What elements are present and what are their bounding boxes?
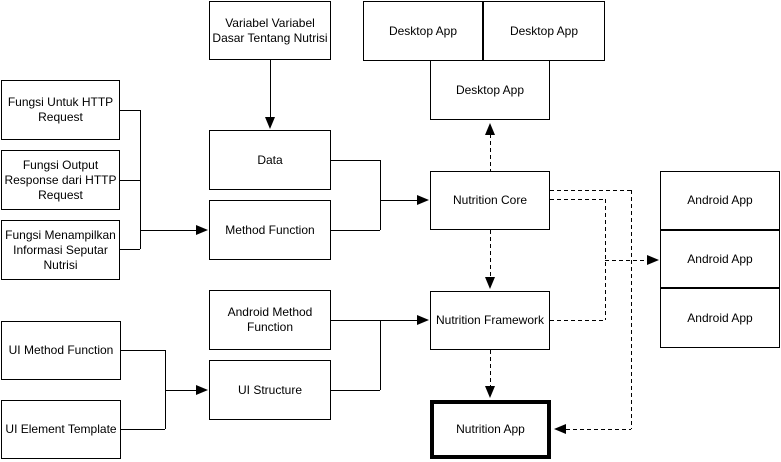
arrowhead-right-icon [196, 385, 208, 395]
node-android-method-function: Android Method Function [209, 290, 331, 350]
connector-segment [120, 180, 140, 181]
connector-segment [550, 199, 605, 200]
connector-segment [120, 110, 140, 111]
connector-segment [121, 350, 165, 351]
node-desktop-app-1: Desktop App [363, 1, 483, 61]
connector-segment [490, 230, 491, 278]
node-label: Fungsi Output Response dari HTTP Request [4, 157, 117, 202]
connector-segment [121, 429, 165, 430]
node-label: Nutrition Framework [435, 313, 545, 327]
node-label: Android App [687, 193, 753, 207]
node-method-function: Method Function [209, 200, 331, 260]
node-label: Desktop App [509, 23, 579, 38]
node-fungsi-output-response: Fungsi Output Response dari HTTP Request [1, 150, 120, 210]
arrowhead-right-icon [196, 225, 208, 235]
connector-segment [631, 190, 632, 429]
connector-segment [380, 160, 381, 230]
node-android-app-1: Android App [660, 171, 780, 230]
node-nutrition-app: Nutrition App [430, 400, 551, 459]
node-fungsi-menampilkan-informasi: Fungsi Menampilkan Informasi Seputar Nut… [1, 220, 120, 280]
connector-segment [605, 199, 606, 320]
node-label: Android App [687, 251, 753, 266]
node-desktop-app-3: Desktop App [430, 60, 550, 120]
node-label: UI Element Template [5, 422, 117, 436]
node-ui-element-template: UI Element Template [1, 400, 121, 459]
connector-segment [140, 110, 141, 249]
connector-segment [605, 260, 647, 261]
node-label: Method Function [225, 222, 315, 237]
arrowhead-down-icon [485, 277, 495, 289]
connector-segment [270, 60, 271, 117]
arrowhead-right-icon [417, 195, 429, 205]
connector-segment [550, 190, 631, 191]
arrowhead-down-icon [265, 117, 275, 129]
arrowhead-right-icon [647, 255, 659, 265]
node-ui-method-function: UI Method Function [1, 321, 121, 380]
connector-segment [550, 320, 605, 321]
node-label: Desktop App [455, 82, 525, 97]
node-desktop-app-2: Desktop App [483, 1, 605, 61]
node-label: UI Structure [237, 382, 303, 397]
node-data: Data [209, 130, 331, 190]
node-fungsi-untuk-http-request: Fungsi Untuk HTTP Request [1, 80, 120, 140]
node-label: Data [257, 152, 283, 167]
node-label: Fungsi Menampilkan Informasi Seputar Nut… [5, 227, 116, 272]
connector-segment [120, 249, 140, 250]
node-android-app-2: Android App [660, 230, 780, 288]
node-label: Android App [687, 310, 753, 325]
node-label: Nutrition Core [452, 193, 528, 207]
connector-segment [490, 350, 491, 387]
node-nutrition-core: Nutrition Core [430, 171, 550, 230]
connector-segment [331, 320, 418, 321]
connector-segment [380, 200, 418, 201]
node-label: Desktop App [388, 23, 458, 38]
connector-segment [140, 230, 197, 231]
node-android-app-3: Android App [660, 288, 780, 348]
node-label: Android Method Function [227, 305, 313, 334]
connector-segment [380, 320, 381, 390]
node-label: UI Method Function [8, 343, 114, 357]
connector-segment [490, 134, 491, 171]
connector-segment [566, 429, 631, 430]
connector-segment [165, 350, 166, 429]
arrowhead-up-icon [485, 123, 495, 135]
connector-segment [165, 390, 197, 391]
connector-segment [331, 160, 380, 161]
node-variabel-dasar-tentang-nutrisi: Variabel Variabel Dasar Tentang Nutrisi [209, 1, 331, 60]
arrowhead-right-icon [417, 315, 429, 325]
connector-segment [331, 390, 380, 391]
node-label: Fungsi Untuk HTTP Request [7, 95, 114, 124]
node-label: Variabel Variabel Dasar Tentang Nutrisi [212, 15, 328, 45]
node-ui-structure: UI Structure [209, 360, 331, 420]
connector-segment [331, 230, 380, 231]
node-nutrition-framework: Nutrition Framework [430, 291, 550, 350]
arrowhead-left-icon [554, 424, 566, 434]
node-label: Nutrition App [456, 422, 525, 436]
arrowhead-down-icon [485, 386, 495, 398]
